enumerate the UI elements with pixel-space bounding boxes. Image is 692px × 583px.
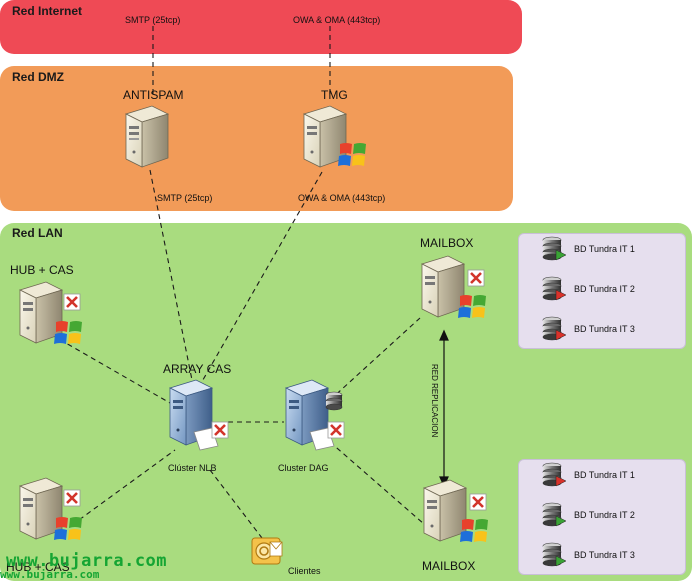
database-item[interactable]: BD Tundra IT 2 <box>542 502 692 530</box>
label-owa-internet: OWA & OMA (443tcp) <box>293 15 381 25</box>
status-arrow-icon <box>555 289 567 301</box>
database-icon <box>542 316 567 341</box>
mailbox-top-server-icon[interactable] <box>418 254 492 324</box>
exchange-logo-icon <box>327 421 345 439</box>
database-item[interactable]: BD Tundra IT 2 <box>542 276 692 304</box>
database-icon <box>542 462 567 487</box>
windows-logo-icon <box>54 517 82 540</box>
zone-lan-title: Red LAN <box>12 226 63 240</box>
database-label: BD Tundra IT 2 <box>574 510 635 520</box>
mailbox-top-label: MAILBOX <box>420 236 474 250</box>
status-arrow-icon <box>555 249 567 261</box>
link-dag-mailbox-bottom <box>329 441 425 525</box>
database-icon <box>542 542 567 567</box>
hub-cas-bottom-label: HUB + CAS <box>6 560 70 574</box>
zone-internet-title: Red Internet <box>12 4 83 18</box>
database-label: BD Tundra IT 3 <box>574 324 635 334</box>
zone-dmz <box>0 66 513 211</box>
windows-logo-icon <box>458 295 486 318</box>
database-stack-icon <box>325 391 343 411</box>
link-hubcas-bottom-array <box>71 449 176 526</box>
status-arrow-icon <box>555 329 567 341</box>
mailbox-bottom-label: MAILBOX <box>422 559 476 573</box>
label-smtp-dmz: SMTP (25tcp) <box>157 193 213 203</box>
windows-logo-icon <box>54 321 82 344</box>
exchange-logo-icon <box>211 421 229 439</box>
array-cas-label: ARRAY CAS <box>163 362 232 376</box>
tmg-label: TMG <box>321 88 348 102</box>
status-arrow-icon <box>555 515 567 527</box>
antispam-label: ANTISPAM <box>123 88 184 102</box>
exchange-logo-icon <box>63 489 81 507</box>
hub-cas-top-server-icon[interactable] <box>16 280 88 350</box>
exchange-logo-icon <box>63 293 81 311</box>
database-item[interactable]: BD Tundra IT 1 <box>542 236 692 264</box>
tmg-server-icon[interactable] <box>300 104 370 170</box>
outlook-clients-icon[interactable] <box>250 532 286 568</box>
clients-label: Clientes <box>288 566 321 576</box>
database-icon <box>542 502 567 527</box>
link-hubcas-top-array <box>51 334 171 404</box>
watermark-text-small: www.bujarra.com <box>0 568 100 581</box>
label-smtp-internet: SMTP (25tcp) <box>125 15 181 25</box>
database-icon <box>542 236 567 261</box>
label-replication: RED REPLICACION <box>430 364 439 438</box>
cluster-dag-server-icon[interactable] <box>282 378 354 458</box>
database-item[interactable]: BD Tundra IT 3 <box>542 316 692 344</box>
array-cas-server-icon[interactable] <box>166 378 236 458</box>
antispam-server-icon[interactable] <box>122 104 172 170</box>
exchange-logo-icon <box>467 269 485 287</box>
watermark-text: www.bujarra.com <box>6 551 168 571</box>
cluster-dag-label: Cluster DAG <box>278 463 329 473</box>
database-icon <box>542 276 567 301</box>
hub-cas-bottom-server-icon[interactable] <box>16 476 88 546</box>
database-label: BD Tundra IT 1 <box>574 244 635 254</box>
link-array-clients <box>209 469 263 539</box>
mailbox-bottom-server-icon[interactable] <box>420 478 494 548</box>
database-label: BD Tundra IT 3 <box>574 550 635 560</box>
cluster-nlb-label: Clúster NLB <box>168 463 217 473</box>
database-label: BD Tundra IT 1 <box>574 470 635 480</box>
label-owa-dmz: OWA & OMA (443tcp) <box>298 193 386 203</box>
link-tmg-array <box>199 171 323 386</box>
status-arrow-icon <box>555 475 567 487</box>
hub-cas-top-label: HUB + CAS <box>10 263 74 277</box>
zone-internet <box>0 0 522 54</box>
replication-arrow <box>439 329 449 488</box>
database-label: BD Tundra IT 2 <box>574 284 635 294</box>
exchange-logo-icon <box>469 493 487 511</box>
zone-dmz-title: Red DMZ <box>12 70 64 84</box>
database-item[interactable]: BD Tundra IT 1 <box>542 462 692 490</box>
database-item[interactable]: BD Tundra IT 3 <box>542 542 692 570</box>
status-arrow-icon <box>555 555 567 567</box>
link-dag-mailbox-top <box>329 317 421 401</box>
windows-logo-icon <box>338 143 366 166</box>
windows-logo-icon <box>460 519 488 542</box>
